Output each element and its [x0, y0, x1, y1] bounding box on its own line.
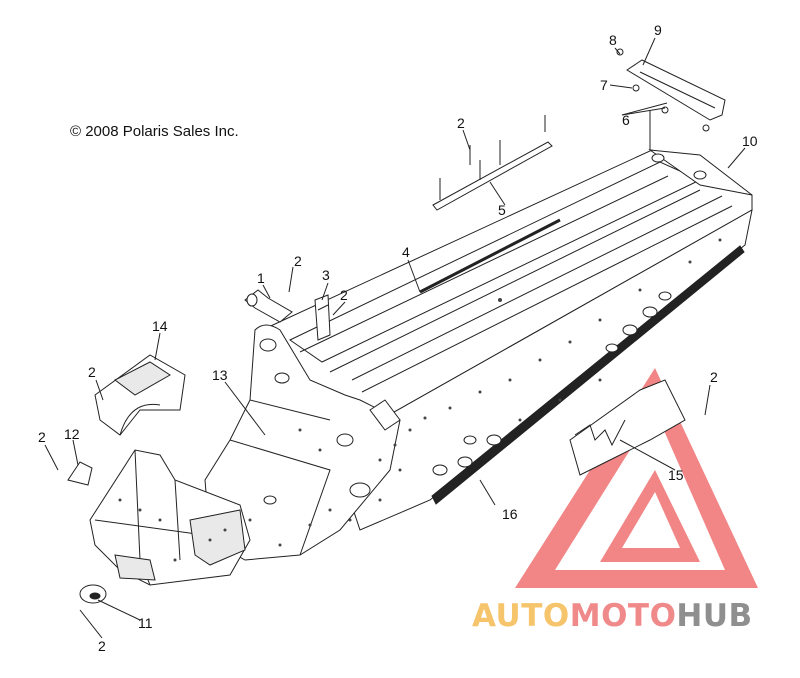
callout-8: 8	[609, 32, 617, 48]
leader-lines	[44, 37, 746, 639]
callout-14: 14	[152, 318, 168, 334]
watermark-wordmark: AUTOMOTOHUB	[472, 598, 753, 634]
watermark-logo-triangle	[515, 368, 758, 588]
callout-1: 1	[257, 270, 265, 286]
callout-2: 2	[457, 115, 465, 131]
callout-2: 2	[294, 253, 302, 269]
callout-4: 4	[402, 244, 410, 260]
part-15-cooler	[569, 379, 686, 476]
copyright-notice: © 2008 Polaris Sales Inc.	[70, 123, 239, 140]
callout-16: 16	[502, 506, 518, 522]
callout-2: 2	[88, 364, 96, 380]
callout-12: 12	[64, 426, 80, 442]
part-14-plate	[94, 354, 186, 436]
callout-2: 2	[98, 638, 106, 654]
callout-2: 2	[38, 429, 46, 445]
part-12-bracket	[67, 461, 93, 486]
part-3-bracket	[314, 294, 331, 341]
part-11-pad	[79, 584, 107, 604]
callout-6: 6	[622, 112, 630, 128]
watermark-hub: HUB	[676, 598, 752, 634]
callout-7: 7	[600, 77, 608, 93]
part-9-bumper	[616, 48, 726, 132]
part-5-rail	[432, 115, 553, 211]
chassis-tunnel	[261, 149, 753, 531]
callout-9: 9	[654, 22, 662, 38]
part-1-bracket	[244, 289, 293, 323]
front-frame	[89, 449, 251, 586]
callout-10: 10	[742, 133, 758, 149]
callout-2: 2	[340, 287, 348, 303]
callout-2: 2	[710, 369, 718, 385]
callout-3: 3	[322, 267, 330, 283]
watermark-auto: AUTO	[472, 598, 570, 634]
callout-11: 11	[138, 615, 153, 631]
callout-labels: 1 2 2 2 2 2 2 2 3 4 5 6 7 8 9 10 11 12 1…	[38, 22, 758, 654]
watermark-moto: MOTO	[570, 598, 677, 634]
callout-13: 13	[212, 367, 228, 383]
callout-5: 5	[498, 202, 506, 218]
callout-15: 15	[668, 467, 684, 483]
